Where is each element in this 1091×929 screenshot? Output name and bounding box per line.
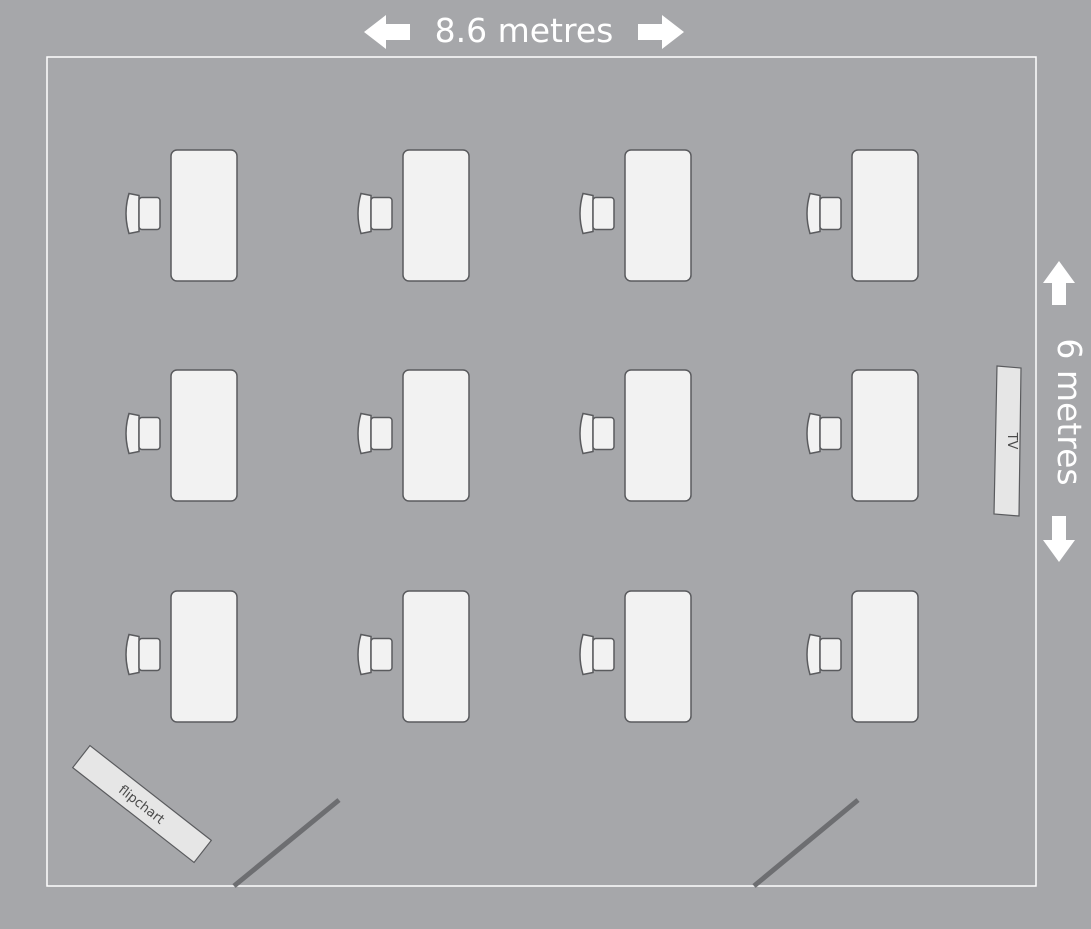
down-arrow-icon bbox=[1043, 516, 1075, 562]
width-dimension: 8.6 metres bbox=[364, 11, 684, 50]
chair bbox=[357, 412, 393, 455]
left-arrow-icon bbox=[364, 15, 410, 49]
depth-label: 6 metres bbox=[1050, 338, 1089, 485]
desk bbox=[170, 590, 238, 723]
tv-label: TV bbox=[1004, 432, 1019, 450]
chair bbox=[125, 633, 161, 676]
chair bbox=[125, 192, 161, 235]
desk-grid bbox=[125, 149, 919, 723]
tv-shape bbox=[993, 365, 1022, 517]
chair bbox=[806, 192, 842, 235]
desk bbox=[170, 369, 238, 502]
chair bbox=[357, 633, 393, 676]
chair bbox=[579, 633, 615, 676]
desk bbox=[624, 369, 692, 502]
desk bbox=[402, 149, 470, 282]
desk bbox=[851, 369, 919, 502]
up-arrow-icon bbox=[1043, 261, 1075, 305]
desk bbox=[624, 149, 692, 282]
door-right bbox=[752, 798, 860, 888]
desk bbox=[402, 369, 470, 502]
chair bbox=[579, 192, 615, 235]
tv: TV bbox=[993, 365, 1022, 517]
chair bbox=[806, 633, 842, 676]
desk bbox=[851, 149, 919, 282]
width-label: 8.6 metres bbox=[435, 11, 614, 50]
door-left bbox=[232, 798, 341, 888]
room-outline bbox=[46, 56, 1037, 887]
desk bbox=[170, 149, 238, 282]
chair bbox=[125, 412, 161, 455]
desk bbox=[624, 590, 692, 723]
chair bbox=[579, 412, 615, 455]
desk bbox=[851, 590, 919, 723]
depth-dimension: 6 metres bbox=[1043, 261, 1089, 562]
flipchart-shape bbox=[71, 744, 213, 864]
desk bbox=[402, 590, 470, 723]
chair bbox=[357, 192, 393, 235]
right-arrow-icon bbox=[638, 15, 684, 49]
chair bbox=[806, 412, 842, 455]
